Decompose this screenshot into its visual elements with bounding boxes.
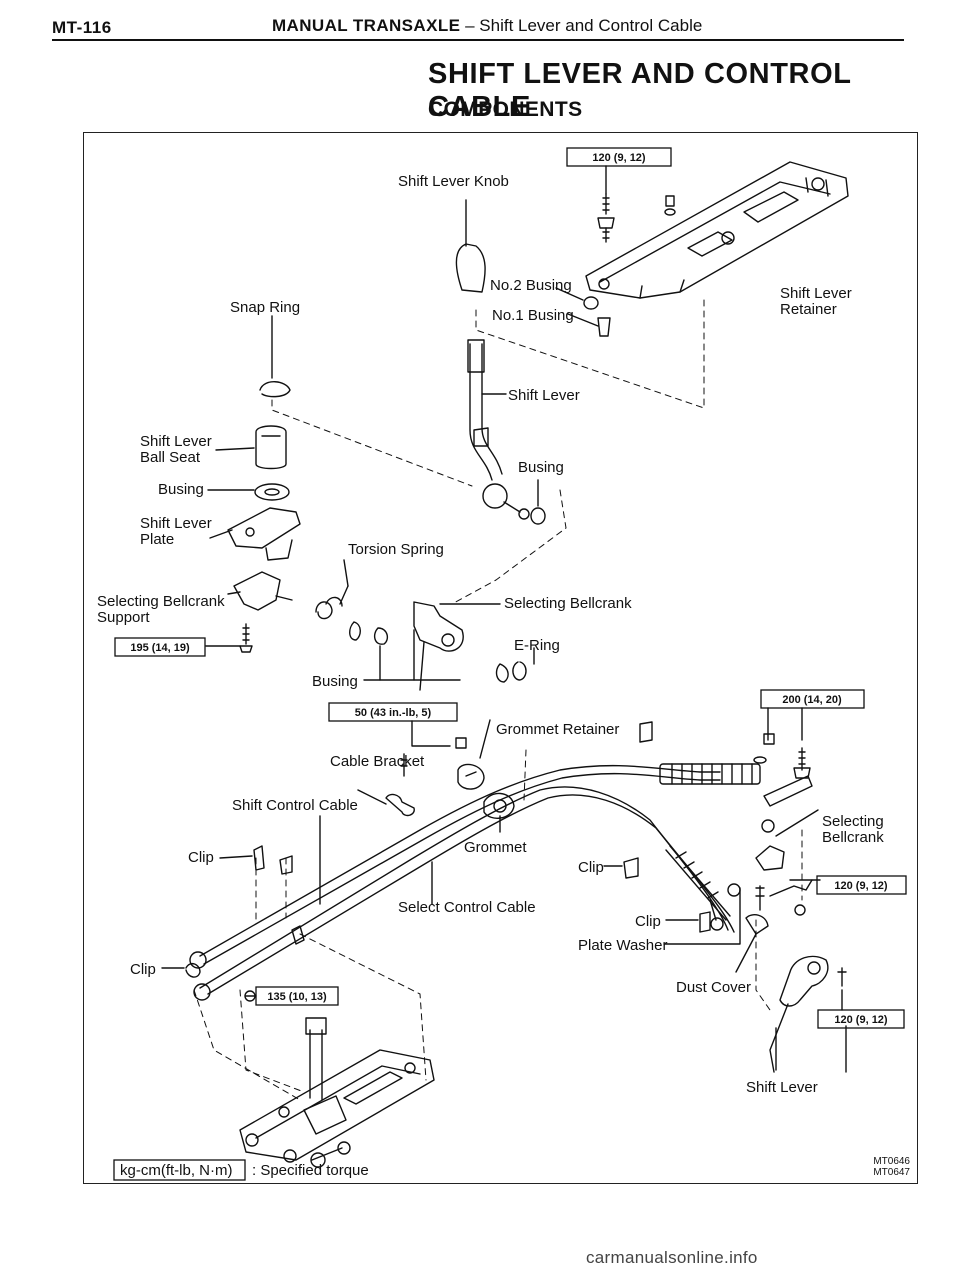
label-dust-cover: Dust Cover [676, 979, 751, 996]
label-lever-plate-2: Plate [140, 531, 174, 548]
shift-lever-upper-part [467, 339, 530, 520]
label-shift-lever-top: Shift Lever [508, 387, 580, 404]
torque-support: 195 (14, 19) [130, 642, 190, 654]
section-name: MANUAL TRANSAXLE [272, 16, 461, 35]
section-header: MANUAL TRANSAXLE – Shift Lever and Contr… [272, 16, 703, 35]
label-ball-seat-2: Ball Seat [140, 449, 201, 466]
label-selecting-bellcrank-right-2: Bellcrank [822, 829, 884, 846]
torsion-spring-part [315, 585, 349, 620]
figure-code-1: MT0646 [873, 1156, 910, 1167]
legend-unit-box: kg-cm(ft-lb, N·m) [120, 1162, 233, 1179]
label-clip-2: Clip [578, 859, 604, 876]
label-shift-lever-retainer-1: Shift Lever [780, 285, 852, 302]
label-lever-plate-1: Shift Lever [140, 515, 212, 532]
ball-seat-part [255, 425, 287, 470]
bellcrank-support-part [233, 571, 281, 611]
label-shift-lever-knob: Shift Lever Knob [398, 173, 509, 190]
torque-box-support [114, 637, 206, 657]
diagram-frame [83, 132, 918, 1184]
label-grommet: Grommet [464, 839, 527, 856]
torque-bottom: 135 (10, 13) [267, 991, 327, 1003]
label-plate-washer: Plate Washer [578, 937, 667, 954]
torque-box-right-bottom [817, 1009, 905, 1029]
torque-right-top: 200 (14, 20) [782, 694, 842, 706]
shift-lever-knob-part [455, 243, 486, 293]
label-no1-busing: No.1 Busing [492, 307, 574, 324]
snap-ring-part [259, 381, 291, 398]
base-plate-part [239, 1017, 435, 1168]
page-subtitle: COMPONENTS [428, 98, 583, 121]
label-bellcrank-support-1: Selecting Bellcrank [97, 593, 225, 610]
label-shift-control-cable: Shift Control Cable [232, 797, 358, 814]
watermark-text: carmanualsonline.info [586, 1248, 758, 1267]
label-grommet-retainer: Grommet Retainer [496, 721, 619, 738]
label-clip-3: Clip [635, 913, 661, 930]
label-e-ring: E-Ring [514, 637, 560, 654]
torque-right-mid: 120 (9, 12) [834, 880, 888, 892]
torque-box-bracket [328, 702, 458, 722]
shift-lever-plate-part [227, 507, 301, 561]
figure-code-2: MT0647 [873, 1167, 910, 1178]
label-shift-lever-bottom: Shift Lever [746, 1079, 818, 1096]
selecting-bellcrank-part [413, 601, 464, 652]
control-cables [189, 763, 761, 1001]
label-no2-busing: No.2 Busing [490, 277, 572, 294]
section-topic: Shift Lever and Control Cable [479, 16, 703, 35]
torque-box-top [566, 147, 672, 167]
label-busing-left: Busing [158, 481, 204, 498]
page-title: SHIFT LEVER AND CONTROL CABLE [428, 58, 852, 123]
label-ball-seat-1: Shift Lever [140, 433, 212, 450]
torque-bracket: 50 (43 in.-lb, 5) [355, 707, 432, 719]
no2-busing-part [583, 296, 599, 310]
label-selecting-bellcrank-right-1: Selecting [822, 813, 884, 830]
label-shift-lever-retainer-2: Retainer [780, 301, 837, 318]
label-bellcrank-support-2: Support [97, 609, 150, 626]
page-number: MT-116 [52, 18, 112, 37]
torque-box-right-mid [816, 875, 907, 895]
label-torsion-spring: Torsion Spring [348, 541, 444, 558]
legend-description: : Specified torque [252, 1162, 369, 1179]
busing-right-part [530, 507, 546, 525]
label-selecting-bellcrank: Selecting Bellcrank [504, 595, 632, 612]
no1-busing-part [597, 317, 611, 337]
label-clip-1: Clip [188, 849, 214, 866]
busing-left-part [254, 483, 290, 501]
label-cable-bracket: Cable Bracket [330, 753, 425, 770]
label-busing-bottom: Busing [312, 673, 358, 690]
label-clip-4: Clip [130, 961, 156, 978]
shift-lever-retainer-part [585, 161, 849, 299]
torque-top: 120 (9, 12) [592, 152, 646, 164]
label-snap-ring: Snap Ring [230, 299, 300, 316]
torque-box-right-top [760, 689, 865, 709]
legend-box [113, 1159, 246, 1181]
label-busing-right: Busing [518, 459, 564, 476]
retainer-bolts [597, 193, 676, 243]
torque-right-bottom: 120 (9, 12) [834, 1014, 888, 1026]
header-rule [52, 39, 904, 41]
shift-lever-lower-part [779, 955, 829, 1007]
label-select-control-cable: Select Control Cable [398, 899, 536, 916]
